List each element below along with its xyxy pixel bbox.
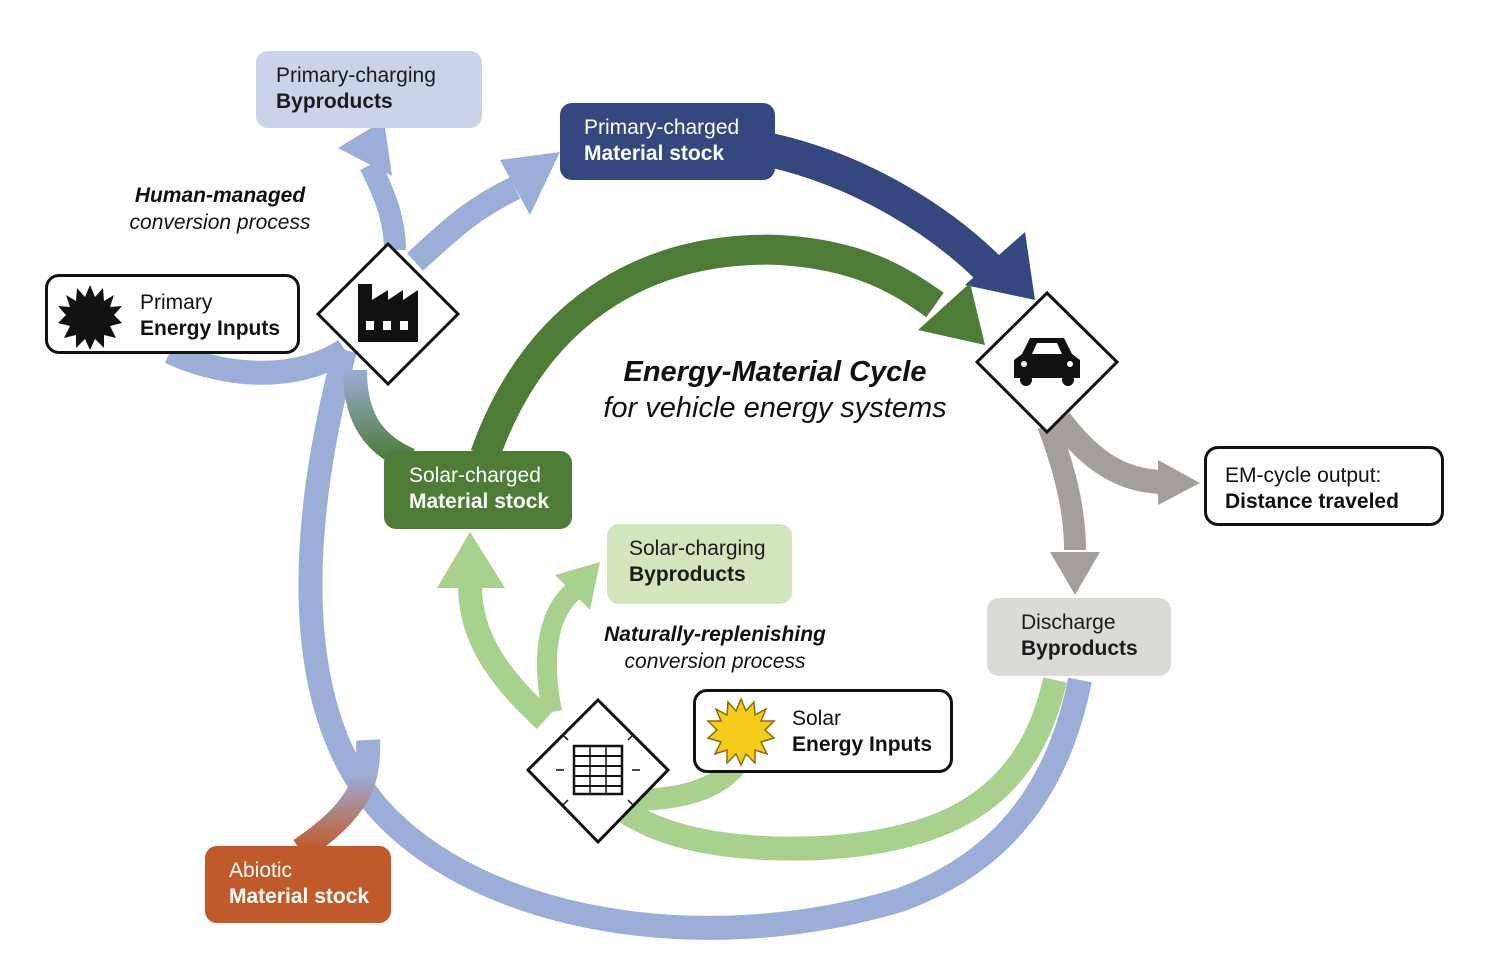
primary-byproduct-flow [360, 160, 406, 251]
discharge-flow [1037, 421, 1086, 551]
discharge-byproducts-line1: Discharge [1021, 611, 1116, 634]
car-node [974, 290, 1120, 435]
starburst-icon [58, 285, 122, 350]
solar-panel-icon [556, 733, 640, 807]
human-managed-line2: conversion process [129, 211, 311, 234]
green-arrowhead [918, 283, 985, 345]
em-cycle-output-line2: Distance traveled [1225, 490, 1399, 513]
solar-panel-node [525, 697, 671, 845]
abiotic-stem [293, 739, 381, 860]
naturally-replenishing-line1: Naturally-replenishing [604, 623, 826, 646]
abiotic-stock-line1: Abiotic [229, 859, 293, 882]
output-arrowhead [1158, 460, 1200, 505]
solar-charging-byproducts-line2: Byproducts [629, 563, 746, 586]
discharge-byproducts-box: Discharge Byproducts [987, 598, 1171, 676]
discharge-byproducts-line2: Byproducts [1021, 637, 1138, 660]
factory-solar-stock-flow [343, 369, 416, 472]
primary-charged-stock-line2: Material stock [584, 142, 725, 165]
primary-energy-inputs-line2: Energy Inputs [140, 317, 281, 340]
primary-byproduct-arrowhead [338, 120, 392, 176]
human-managed-line1: Human-managed [134, 184, 306, 207]
primary-energy-inputs-line1: Primary [140, 291, 213, 314]
diagram-title: Energy-Material Cycle for vehicle energy… [560, 354, 990, 426]
solar-energy-inputs-line2: Energy Inputs [792, 733, 933, 756]
naturally-replenishing-line2: conversion process [624, 650, 806, 673]
abiotic-stock-box: Abiotic Material stock [205, 846, 391, 923]
primary-energy-inputs-box: Primary Energy Inputs [45, 274, 300, 354]
diagram-title-line1: Energy-Material Cycle [623, 356, 927, 388]
solar-charge-arrowhead [437, 532, 505, 588]
discharge-arrowhead [1050, 552, 1100, 595]
factory-node [315, 241, 461, 387]
primary-charge-flow [406, 177, 521, 271]
solar-charged-stock-box: Solar-charged Material stock [384, 451, 572, 529]
naturally-replenishing-label: Naturally-replenishing conversion proces… [575, 621, 855, 675]
solar-charged-stock-line2: Material stock [409, 490, 550, 513]
output-flow [1050, 412, 1161, 494]
navy-arrowhead [965, 232, 1035, 300]
primary-charged-stock-line1: Primary-charged [584, 116, 740, 139]
primary-charging-byproducts-box: Primary-charging Byproducts [256, 51, 482, 128]
factory-icon [358, 284, 418, 342]
primary-charging-byproducts-line1: Primary-charging [276, 64, 436, 87]
solar-return-flow [602, 677, 1067, 861]
primary-charged-stock-box: Primary-charged Material stock [560, 103, 775, 180]
em-cycle-output-box: EM-cycle output: Distance traveled [1204, 446, 1444, 526]
human-managed-label: Human-managed conversion process [100, 182, 340, 236]
em-cycle-output-line1: EM-cycle output: [1225, 464, 1382, 487]
navy-flow [766, 133, 1003, 283]
solar-energy-inputs-box: Solar Energy Inputs [693, 689, 953, 773]
solar-byproduct-arrowhead [555, 562, 600, 610]
car-icon [1014, 338, 1080, 386]
solar-energy-inputs-line1: Solar [792, 707, 842, 730]
solar-byproduct-flow [537, 582, 582, 714]
solar-charging-byproducts-line1: Solar-charging [629, 537, 766, 560]
primary-charge-arrowhead [500, 152, 560, 215]
abiotic-stock-line2: Material stock [229, 885, 370, 908]
solar-charged-stock-line1: Solar-charged [409, 464, 541, 487]
sun-icon [706, 697, 776, 767]
diagram-title-line2: for vehicle energy systems [603, 392, 947, 424]
solar-charge-flow [458, 584, 554, 729]
solar-charging-byproducts-box: Solar-charging Byproducts [607, 524, 792, 604]
outer-blue-loop [298, 346, 1092, 940]
green-flow [470, 234, 944, 461]
primary-input-flow [164, 339, 352, 385]
primary-charging-byproducts-line2: Byproducts [276, 90, 393, 113]
